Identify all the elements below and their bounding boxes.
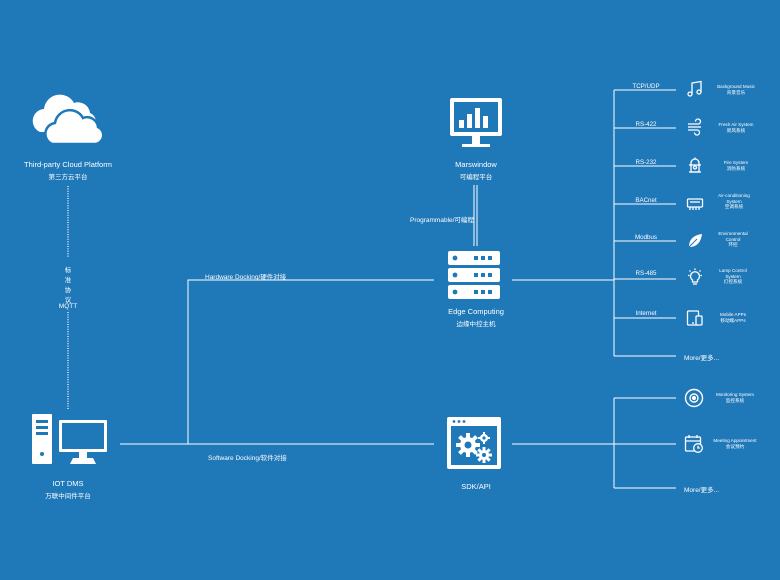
protocol-label: Internet	[635, 310, 657, 317]
sdk-gears-icon	[446, 416, 502, 475]
sdk-more-label: More/更多...	[684, 487, 720, 494]
cloud-icon	[26, 92, 110, 153]
hardware-docking-label: Hardware Docking/硬件对接	[205, 274, 287, 281]
marswindow-label-en: Marswindow	[455, 160, 497, 169]
iot-label-en: IOT DMS	[52, 479, 84, 488]
cloud-label-cn: 第三方云平台	[48, 174, 88, 181]
protocol-label: BACnet	[635, 197, 657, 204]
sdk-label: SDK/API	[461, 482, 491, 491]
protocol-label: RS-422	[635, 121, 657, 128]
mobile-devices-icon	[686, 309, 704, 332]
pc-monitor-icon	[30, 412, 112, 471]
calendar-clock-icon	[684, 434, 704, 459]
software-docking-label: Software Docking/软件对接	[208, 455, 287, 462]
server-rack-icon	[446, 250, 502, 305]
mqtt-char-1: 标	[64, 267, 72, 274]
edge-label-en: Edge Computing	[448, 307, 504, 316]
mqtt-char-3: 协	[64, 287, 72, 294]
edge-label-cn: 边缘中控主机	[456, 321, 496, 328]
fresh-air-icon	[686, 118, 704, 141]
air-conditioner-icon	[686, 195, 704, 218]
programmable-label: Programmable/可编程	[410, 217, 474, 224]
music-note-icon	[686, 80, 704, 103]
iot-label-cn: 万联中间件平台	[45, 493, 91, 500]
devices-more-label: More/更多...	[684, 355, 720, 362]
mqtt-char-4: 议	[64, 297, 72, 304]
marswindow-label-cn: 可编程平台	[459, 174, 493, 181]
protocol-label: TCP/UDP	[632, 83, 660, 90]
protocol-label: RS-232	[635, 159, 657, 166]
fire-hydrant-icon	[686, 156, 704, 179]
leaf-icon	[686, 232, 704, 255]
lightbulb-icon	[686, 268, 704, 291]
protocol-label: Modbus	[634, 234, 658, 241]
cloud-label-en: Third-party Cloud Platform	[24, 160, 112, 169]
camera-icon	[684, 388, 704, 413]
protocol-label: RS-485	[635, 270, 657, 277]
monitor-chart-icon	[448, 96, 504, 155]
mqtt-label: MQTT	[58, 303, 78, 310]
mqtt-char-2: 准	[64, 277, 72, 284]
